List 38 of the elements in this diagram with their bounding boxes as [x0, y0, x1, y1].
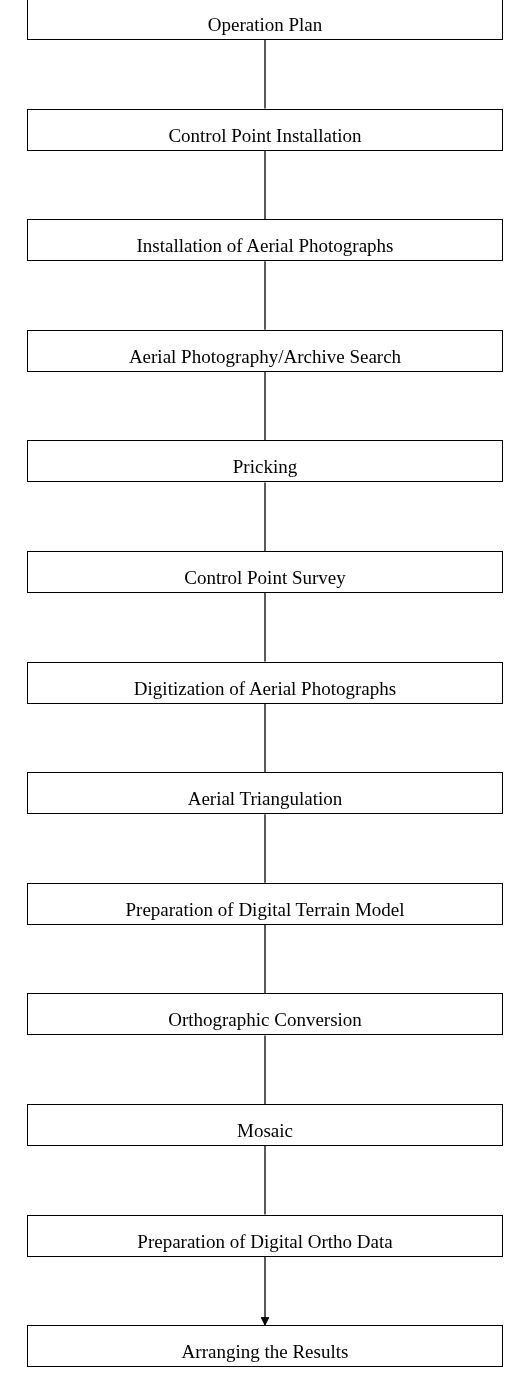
process-box — [27, 772, 503, 815]
step-label: Operation Plan — [207, 14, 323, 36]
connector-line — [264, 924, 266, 995]
connector-line — [264, 592, 266, 663]
connector-line — [260, 1255, 270, 1326]
connector-line — [264, 702, 266, 773]
connector-line — [264, 39, 266, 110]
process-box — [27, 440, 503, 483]
step-label: Aerial Triangulation — [187, 788, 343, 811]
process-box — [27, 329, 503, 372]
step-label: Preparation of Digital Ortho Data — [137, 1230, 393, 1253]
step-label: Installation of Aerial Photographs — [136, 235, 394, 258]
step-label: Digitization of Aerial Photographs — [133, 677, 397, 700]
process-box — [27, 661, 503, 704]
process-box — [27, 108, 503, 151]
process-box — [27, 993, 503, 1036]
step-label: Pricking — [232, 456, 298, 479]
process-box — [27, 219, 503, 262]
step-label: Arranging the Results — [181, 1341, 349, 1364]
step-label: Mosaic — [237, 1120, 293, 1142]
connector-line — [264, 481, 266, 552]
connector-line — [264, 149, 266, 220]
process-box — [27, 0, 503, 40]
connector-line — [264, 813, 266, 884]
step-label: Preparation of Digital Terrain Model — [125, 898, 405, 921]
step-label: Orthographic Conversion — [168, 1009, 362, 1032]
connector-line — [264, 1034, 266, 1105]
connector-line — [264, 371, 266, 442]
step-label: Aerial Photography/Archive Search — [128, 345, 402, 368]
connector-line — [264, 1145, 266, 1216]
step-label: Control Point Installation — [168, 124, 362, 147]
process-box — [27, 1104, 503, 1146]
process-box — [27, 882, 503, 925]
step-label: Control Point Survey — [184, 567, 346, 589]
process-box — [27, 551, 503, 593]
process-box — [27, 1325, 503, 1368]
connector-line — [264, 260, 266, 331]
process-box — [27, 1214, 503, 1257]
